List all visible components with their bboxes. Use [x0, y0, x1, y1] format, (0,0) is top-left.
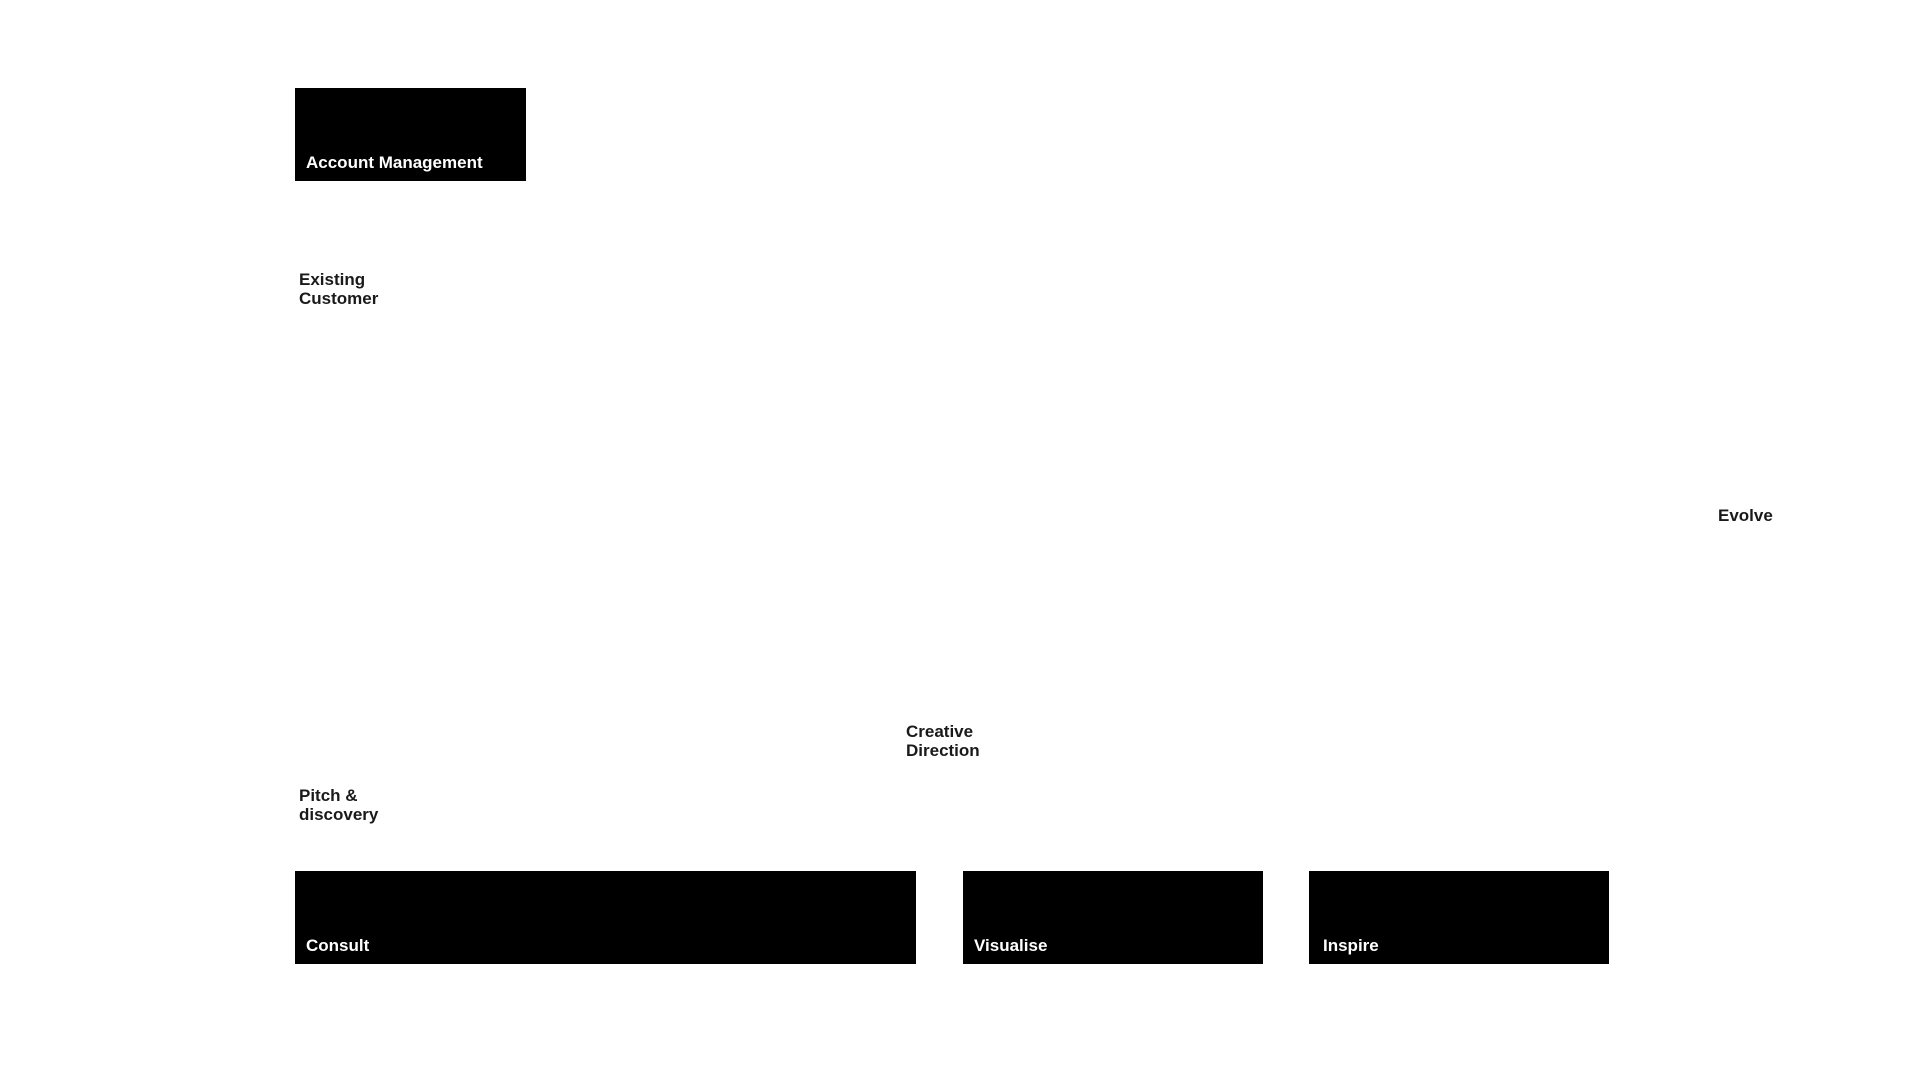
pitch-discovery-label: Pitch & discovery — [299, 786, 378, 824]
creative-direction-label: Creative Direction — [906, 722, 980, 760]
inspire-label: Inspire — [1323, 936, 1379, 955]
existing-customer-label: Existing Customer — [299, 270, 378, 308]
pitch-discovery-line-1: Pitch & — [299, 786, 358, 805]
consult-box: Consult — [295, 871, 916, 964]
visualise-label: Visualise — [974, 936, 1048, 955]
consult-label: Consult — [306, 936, 370, 955]
existing-customer-line-1: Existing — [299, 270, 366, 289]
evolve-label: Evolve — [1718, 506, 1773, 525]
visualise-box: Visualise — [963, 871, 1263, 964]
account-management-box: Account Management — [295, 88, 526, 181]
creative-direction-line-1: Creative — [906, 722, 974, 741]
account-management-label: Account Management — [306, 153, 483, 172]
pitch-discovery-line-2: discovery — [299, 805, 379, 824]
existing-customer-line-2: Customer — [299, 289, 379, 308]
creative-direction-line-2: Direction — [906, 741, 980, 760]
inspire-box: Inspire — [1309, 871, 1609, 964]
